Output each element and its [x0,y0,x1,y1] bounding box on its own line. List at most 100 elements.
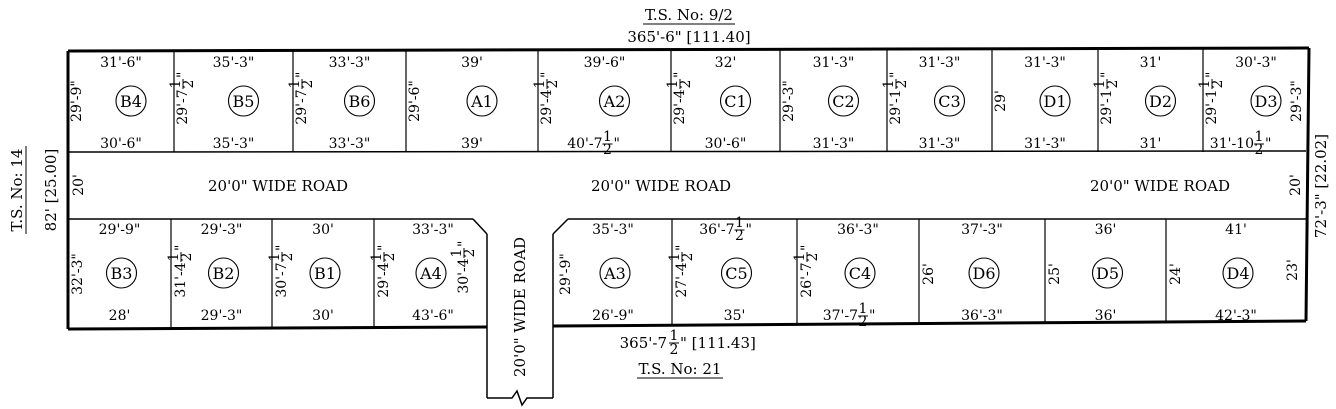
plot-top-dimension: 31'-6" [100,55,142,71]
plot-side-dimension: 29'-112" [881,72,910,125]
svg-text:32'-3": 32'-3" [70,253,86,295]
svg-text:25': 25' [1047,263,1063,285]
plot-c2[interactable]: 31'-3"31'-3"29'-3"C2 [781,55,860,152]
svg-text:30'-3": 30'-3" [1235,55,1277,71]
svg-text:2: 2 [300,80,316,89]
svg-text:35'-3": 35'-3" [213,55,255,71]
plot-right-side-dimension: 30'-412" [449,241,478,294]
svg-text:2: 2 [603,142,612,158]
plot-top-dimension: 30' [312,222,334,238]
plot-id-b1: B1 [309,257,341,289]
plot-side-dimension: 29'-6" [407,80,423,122]
svg-text:31'-6": 31'-6" [100,55,142,71]
svg-text:29'-7: 29'-7 [175,89,191,124]
plot-bottom-dimension: 36'-3" [961,308,1003,324]
plot-id-c1: C1 [719,85,752,117]
svg-text:D6: D6 [972,264,995,283]
svg-text:1: 1 [735,215,744,231]
svg-text:2: 2 [735,228,744,244]
svg-text:": " [672,72,688,78]
svg-text:2: 2 [680,253,696,262]
svg-text:A1: A1 [470,92,493,111]
plot-bottom-dimension: 33'-3" [329,136,371,152]
svg-text:": " [539,72,555,78]
plot-id-d2: D2 [1144,85,1177,117]
plot-side-dimension: 29'-112" [1197,72,1226,125]
plot-c1[interactable]: 32'30'-6"29'-412"C1 [665,55,752,152]
plot-d2[interactable]: 31'31'29'-112"D2 [1092,55,1177,152]
overall-top-dimension: 365'-6" [111.40] [627,28,750,46]
svg-text:1: 1 [1255,129,1264,145]
plot-c3[interactable]: 31'-3"31'-3"29'-112"C3 [881,55,966,152]
svg-text:B4: B4 [120,92,142,111]
svg-text:D3: D3 [1254,92,1277,111]
plot-d6[interactable]: 37'-3"36'-3"26'D6 [921,222,1003,324]
svg-text:" [111.43]: " [111.43] [680,334,756,352]
plot-side-dimension: 30'-712" [267,245,296,298]
svg-text:D2: D2 [1149,92,1172,111]
plot-right-side-dimension: 29'-3" [1289,80,1305,122]
plot-top-dimension: 35'-3" [592,222,634,238]
plot-d5[interactable]: 36'36'25'D5 [1047,222,1124,324]
plot-id-d5: D5 [1091,257,1124,289]
plot-bottom-dimension: 31' [1140,136,1162,152]
road-width-left: 20' [71,174,87,196]
overall-right-dimension: 72'-3" [22.02] [1312,134,1330,238]
plot-d4[interactable]: 41'42'-3"24'23'D4 [1168,222,1301,324]
svg-text:2: 2 [1105,80,1121,89]
plot-top-dimension: 39'-6" [584,55,626,71]
plot-b1[interactable]: 30' 30' 30'-712" B1 [267,222,341,324]
svg-text:35'-3": 35'-3" [592,222,634,238]
svg-text:1: 1 [267,253,283,262]
svg-text:C3: C3 [938,92,960,111]
plot-top-dimension: 31'-3" [813,55,855,71]
plot-b6[interactable]: 33'-3"33'-3"29'-712"B6 [287,55,376,152]
plot-a3[interactable]: 35'-3"26'-9"29'-9"A3 [558,222,634,324]
svg-text:1: 1 [532,80,548,89]
svg-text:": " [456,241,472,247]
plot-b3[interactable]: 29'-9"28'32'-3"B3 [70,222,140,324]
plot-a4[interactable]: 33'-3"43'-6"29'-412"30'-412"A4 [369,222,478,324]
svg-text:1: 1 [859,301,868,317]
plot-id-c5: C5 [720,257,753,289]
svg-text:C4: C4 [849,264,871,283]
svg-text:1: 1 [369,253,385,262]
plot-b2[interactable]: 29'-3"29'-3"31'-412"B2 [166,222,242,324]
svg-text:A3: A3 [603,264,626,283]
plot-side-dimension: 29'-9" [69,80,85,122]
svg-text:30': 30' [312,308,334,324]
plot-id-d4: D4 [1222,257,1254,289]
plot-bottom-dimension: 39' [461,136,483,152]
plot-top-dimension: 36'-3" [837,222,879,238]
plot-id-a2: A2 [598,85,631,117]
plot-b4[interactable]: 31'-6"30'-6"29'-9"B4 [69,55,147,152]
plot-bottom-dimension: 31'-3" [919,136,961,152]
svg-text:1: 1 [449,249,465,258]
svg-text:26': 26' [921,263,937,285]
road-labels: 20'0" WIDE ROAD 20'0" WIDE ROAD 20'0" WI… [71,174,1304,377]
plot-d1[interactable]: 31'-3"31'-3"29'D1 [993,55,1071,152]
svg-text:A4: A4 [419,264,442,283]
plot-b5[interactable]: 35'-3"35'-3"29'-712"B5 [168,55,260,152]
svg-text:42'-3": 42'-3" [1215,308,1257,324]
plot-right-side-dimension: 23' [1285,259,1301,281]
svg-text:C1: C1 [724,92,746,111]
plot-id-c3: C3 [933,85,966,117]
plot-bottom-dimension: 30'-6" [705,136,747,152]
svg-text:28': 28' [109,308,131,324]
svg-text:36'-7: 36'-7 [699,222,734,238]
overall-bottom-dimension: 365'-7 1 2 " [111.43] [620,328,756,358]
svg-text:1: 1 [287,80,303,89]
svg-text:39': 39' [461,136,483,152]
svg-text:C5: C5 [725,264,747,283]
svg-text:1: 1 [1092,80,1108,89]
svg-text:1: 1 [1197,80,1213,89]
plot-a1[interactable]: 39'39'29'-6"A1 [407,55,498,152]
plot-side-dimension: 29'-712" [287,72,316,125]
